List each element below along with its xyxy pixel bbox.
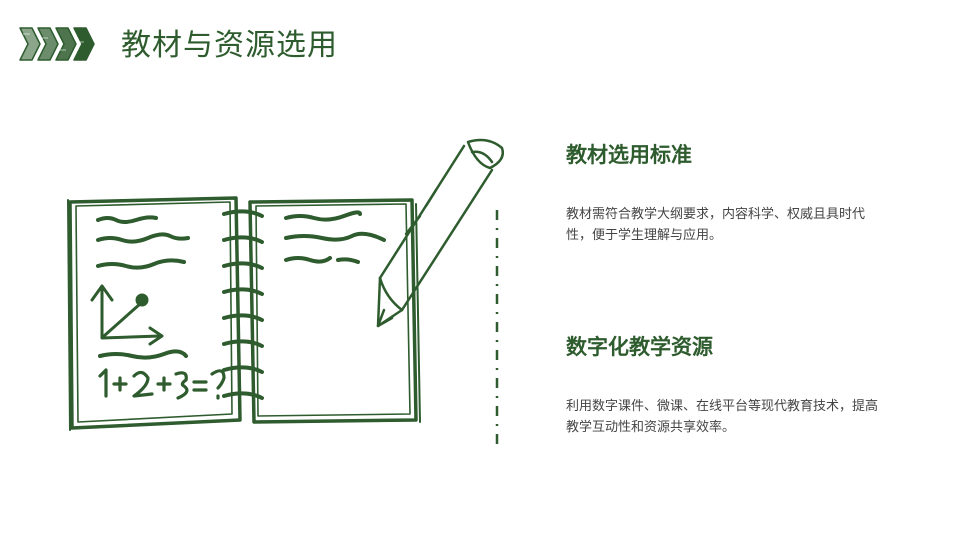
chevron-arrows-icon [19,27,95,61]
section-textbook-criteria: 教材选用标准 教材需符合教学大纲要求，内容科学、权威且具时代性，便于学生理解与应… [566,140,886,246]
divider [495,210,499,450]
section-digital-resources: 数字化教学资源 利用数字课件、微课、在线平台等现代教育技术，提高教学互动性和资源… [566,332,886,438]
section-body: 教材需符合教学大纲要求，内容科学、权威且具时代性，便于学生理解与应用。 [566,207,866,243]
page-title: 教材与资源选用 [121,28,338,63]
notebook-with-pencil-icon [67,138,504,431]
section-heading: 教材选用标准 [566,143,692,167]
section-body: 利用数字课件、微课、在线平台等现代教育技术，提高教学互动性和资源共享效率。 [566,399,879,435]
section-heading: 数字化教学资源 [566,335,713,359]
